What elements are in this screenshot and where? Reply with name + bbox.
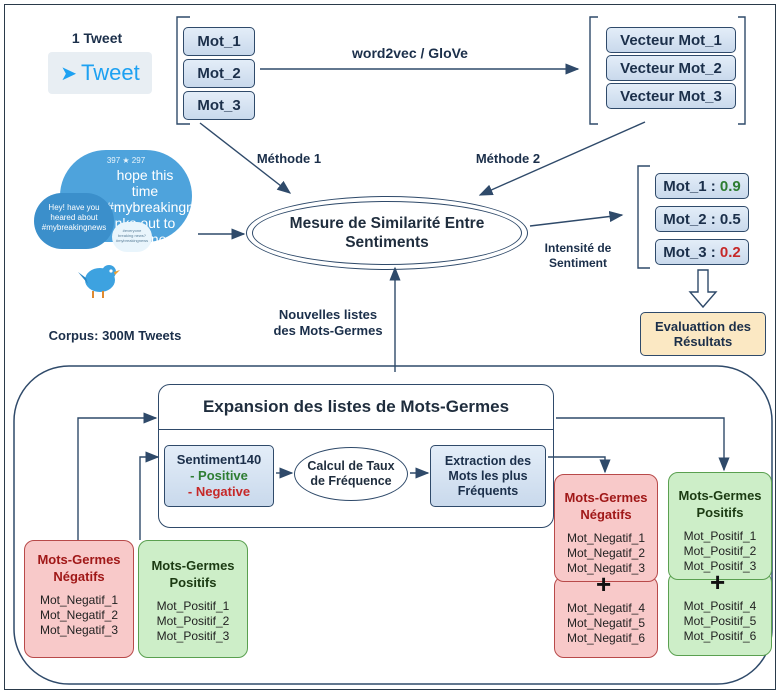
tweet-label: Tweet: [81, 60, 140, 85]
similarity-title-line2: Sentiments: [345, 234, 429, 251]
similarity-ellipse-outer: [246, 196, 528, 270]
mot-3-box: Mot_3: [183, 91, 255, 120]
germes-neg-item: Mot_Negatif_5: [566, 616, 646, 630]
germes-pos-item: Mot_Positif_2: [683, 544, 757, 558]
germes-positifs-expanded: Mots-Germes Positifs Mot_Positif_1 Mot_P…: [668, 472, 772, 580]
expansion-box: [158, 384, 554, 528]
plus-icon: +: [710, 567, 726, 597]
germes-neg-exp-title-1: Mots-Germes: [564, 490, 648, 505]
extraction-line2: Mots les plus: [448, 469, 528, 483]
germes-pos-title-1: Mots-Germes: [151, 558, 235, 573]
methode1-label: Méthode 1: [256, 151, 322, 166]
calcul-ellipse: Calcul de Taux de Fréquence: [294, 447, 408, 501]
germes-positifs-initial: Mots-Germes Positifs Mot_Positif_1 Mot_P…: [138, 540, 248, 658]
germes-pos-item: Mot_Positif_2: [156, 614, 230, 628]
result-mot-2-value: 0.5: [719, 210, 741, 228]
evaluation-line2: Résultats: [673, 334, 733, 349]
germes-neg-title-1: Mots-Germes: [37, 552, 121, 567]
germes-pos-item: Mot_Positif_1: [156, 599, 230, 613]
mots-brace: [176, 16, 190, 125]
nouvelles-line1: Nouvelles listes: [278, 307, 378, 322]
methode2-label: Méthode 2: [475, 151, 541, 166]
germes-pos-exp-title-1: Mots-Germes: [678, 488, 762, 503]
sentiment140-label: Sentiment140: [176, 452, 262, 467]
corpus-label: Corpus: 300M Tweets: [48, 328, 182, 343]
germes-pos-item: Mot_Positif_4: [683, 599, 757, 613]
result-mot-2: Mot_2 : 0.5: [655, 206, 749, 232]
expansion-title: Expansion des listes de Mots-Germes: [202, 396, 510, 416]
vecteur-2-box: Vecteur Mot_2: [606, 55, 736, 81]
calcul-line2: de Fréquence: [310, 474, 392, 488]
similarity-ellipse: Mesure de Similarité Entre Sentiments: [252, 201, 522, 265]
twitter-bird-icon: [76, 262, 120, 300]
plus-icon: +: [596, 569, 612, 599]
sentiment140-positive: - Positive: [190, 468, 248, 483]
intensity-line2: Sentiment: [548, 256, 607, 270]
eval-down-arrow: [688, 269, 718, 309]
methode2-arrow: [478, 121, 646, 196]
results-arrow: [529, 210, 624, 227]
germes-pos-title-2: Positifs: [169, 575, 217, 590]
sentiment140-box: Sentiment140 - Positive - Negative: [164, 445, 274, 507]
result-mot-3-value: 0.2: [719, 243, 741, 261]
germes-neg-item: Mot_Negatif_2: [566, 546, 646, 560]
diagram-frame: [4, 4, 776, 690]
germes-neg-item: Mot_Negatif_2: [39, 608, 119, 622]
tweet-caption: 1 Tweet: [71, 30, 123, 46]
similarity-title-line1: Mesure de Similarité Entre: [289, 215, 485, 232]
methode1-arrow: [199, 122, 292, 194]
tiny-bubble-text: #everyone breaking news? #mybreakingnews: [115, 228, 149, 243]
germes-neg-item: Mot_Negatif_6: [566, 631, 646, 645]
result-mot-1-label: Mot_1 :: [663, 177, 720, 195]
evaluation-line1: Evaluattion des: [654, 319, 752, 334]
extraction-box: Extraction des Mots les plus Fréquents: [430, 445, 546, 507]
germes-neg-item: Mot_Negatif_3: [39, 623, 119, 637]
germes-pos-item: Mot_Positif_5: [683, 614, 757, 628]
vecteur-3-box: Vecteur Mot_3: [606, 83, 736, 109]
germes-negatifs-added: Mot_Negatif_4 Mot_Negatif_5 Mot_Negatif_…: [554, 576, 658, 658]
nouvelles-line2: des Mots-Germes: [273, 323, 383, 338]
extraction-line3: Fréquents: [457, 484, 519, 498]
germes-pos-item: Mot_Positif_3: [156, 629, 230, 643]
vecteur-1-box: Vecteur Mot_1: [606, 27, 736, 53]
word2vec-label: word2vec / GloVe: [352, 45, 468, 61]
germes-neg-item: Mot_Negatif_3: [566, 561, 646, 575]
tweet-logo-box: ➤ Tweet: [48, 52, 152, 94]
germes-pos-item: Mot_Positif_6: [683, 629, 757, 643]
sentiment140-negative: - Negative: [187, 484, 251, 499]
extraction-line1: Extraction des: [444, 454, 532, 468]
mot-2-box: Mot_2: [183, 59, 255, 88]
intensity-line1: Intensité de: [544, 241, 612, 255]
twitter-bird-icon: ➤: [60, 62, 78, 85]
germes-neg-item: Mot_Negatif_1: [566, 531, 646, 545]
small-speech-bubble: Hey! have you heared about #mybreakingne…: [34, 193, 114, 249]
tiny-speech-bubble: #everyone breaking news? #mybreakingnews: [112, 222, 152, 252]
germes-pos-item: Mot_Positif_1: [683, 529, 757, 543]
germes-positifs-added: Mot_Positif_4 Mot_Positif_5 Mot_Positif_…: [668, 572, 772, 656]
mot-1-box: Mot_1: [183, 27, 255, 56]
result-mot-1: Mot_1 : 0.9: [655, 173, 749, 199]
germes-neg-item: Mot_Negatif_4: [566, 601, 646, 615]
result-mot-3: Mot_3 : 0.2: [655, 239, 749, 265]
small-bubble-text: Hey! have you heared about #mybreakingne…: [41, 203, 107, 232]
germes-negatifs-expanded: Mots-Germes Négatifs Mot_Negatif_1 Mot_N…: [554, 474, 658, 582]
germes-neg-exp-title-2: Négatifs: [580, 507, 632, 522]
germes-pos-item: Mot_Positif_3: [683, 559, 757, 573]
result-mot-1-value: 0.9: [719, 177, 741, 195]
expansion-title-bar: Expansion des listes de Mots-Germes: [158, 384, 554, 430]
intensity-label: Intensité de Sentiment: [532, 241, 624, 271]
evaluation-box: Evaluattion des Résultats: [640, 312, 766, 356]
big-bubble-stats: 397 ★ 297: [106, 156, 146, 165]
nouvelles-listes-label: Nouvelles listes des Mots-Germes: [266, 307, 390, 339]
germes-pos-exp-title-2: Positifs: [696, 505, 744, 520]
germes-neg-title-2: Négatifs: [53, 569, 105, 584]
result-mot-3-label: Mot_3 :: [663, 243, 720, 261]
germes-neg-item: Mot_Negatif_1: [39, 593, 119, 607]
result-mot-2-label: Mot_2 :: [663, 210, 720, 228]
expansion-container: [13, 365, 773, 685]
germes-negatifs-initial: Mots-Germes Négatifs Mot_Negatif_1 Mot_N…: [24, 540, 134, 658]
calcul-line1: Calcul de Taux: [307, 459, 395, 473]
